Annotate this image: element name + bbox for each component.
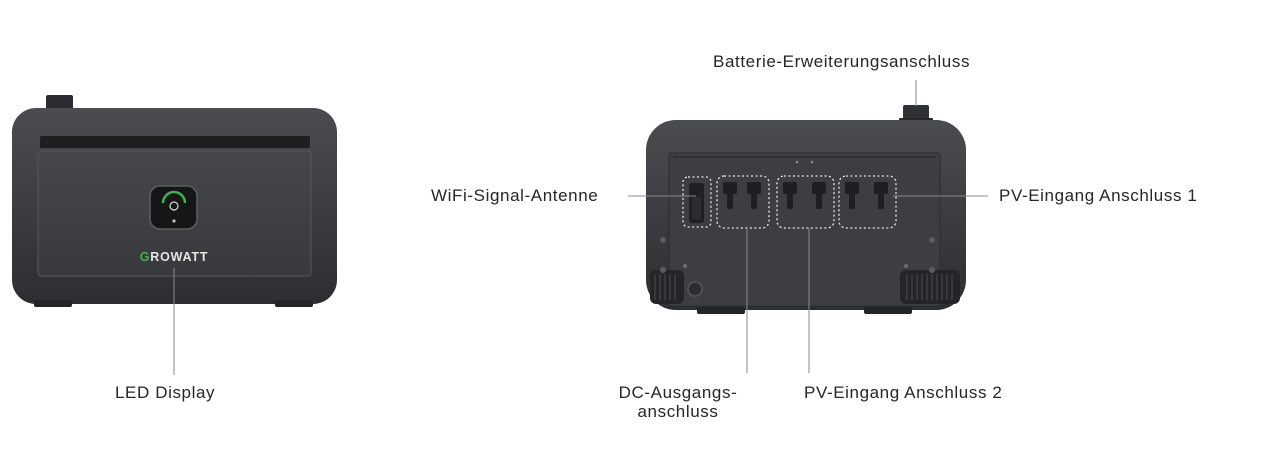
led-display-screen: [149, 185, 198, 230]
back-recess: [668, 152, 941, 307]
label-wifi-antenna: WiFi-Signal-Antenne: [431, 186, 599, 205]
label-battery-expansion-port: Batterie-Erweiterungsanschluss: [713, 52, 971, 71]
led-center-icon: [169, 201, 179, 211]
front-device: GROWATT: [12, 95, 337, 307]
back-foot: [864, 307, 912, 314]
front-handle: [46, 95, 73, 111]
front-top-slot: [40, 136, 310, 148]
screw: [929, 237, 935, 243]
ground-terminal: [687, 281, 703, 297]
back-foot: [697, 307, 745, 314]
label-dc-output-line1: DC-Ausgangs-: [618, 383, 738, 402]
label-pv-input-2: PV-Eingang Anschluss 2: [804, 383, 1003, 402]
screw: [929, 267, 935, 273]
screw: [660, 237, 666, 243]
back-device: [646, 105, 966, 314]
label-pv-input-1: PV-Eingang Anschluss 1: [999, 186, 1198, 205]
wifi-antenna-connector: [682, 176, 712, 228]
front-foot-right: [275, 300, 313, 307]
label-led-display: LED Display: [115, 383, 216, 402]
screw: [660, 267, 666, 273]
dc-output-connectors: [716, 175, 770, 229]
label-dc-output: DC-Ausgangs- anschluss: [598, 383, 758, 421]
pv-input-2-connectors: [776, 175, 835, 229]
growatt-logo: GROWATT: [140, 250, 209, 264]
label-dc-output-line2: anschluss: [637, 402, 719, 421]
leader-lines: [173, 80, 988, 375]
led-ring-icon: [161, 190, 187, 204]
front-foot-left: [34, 300, 72, 307]
grill-right: [900, 270, 960, 304]
pv-input-1-connectors: [838, 175, 897, 229]
